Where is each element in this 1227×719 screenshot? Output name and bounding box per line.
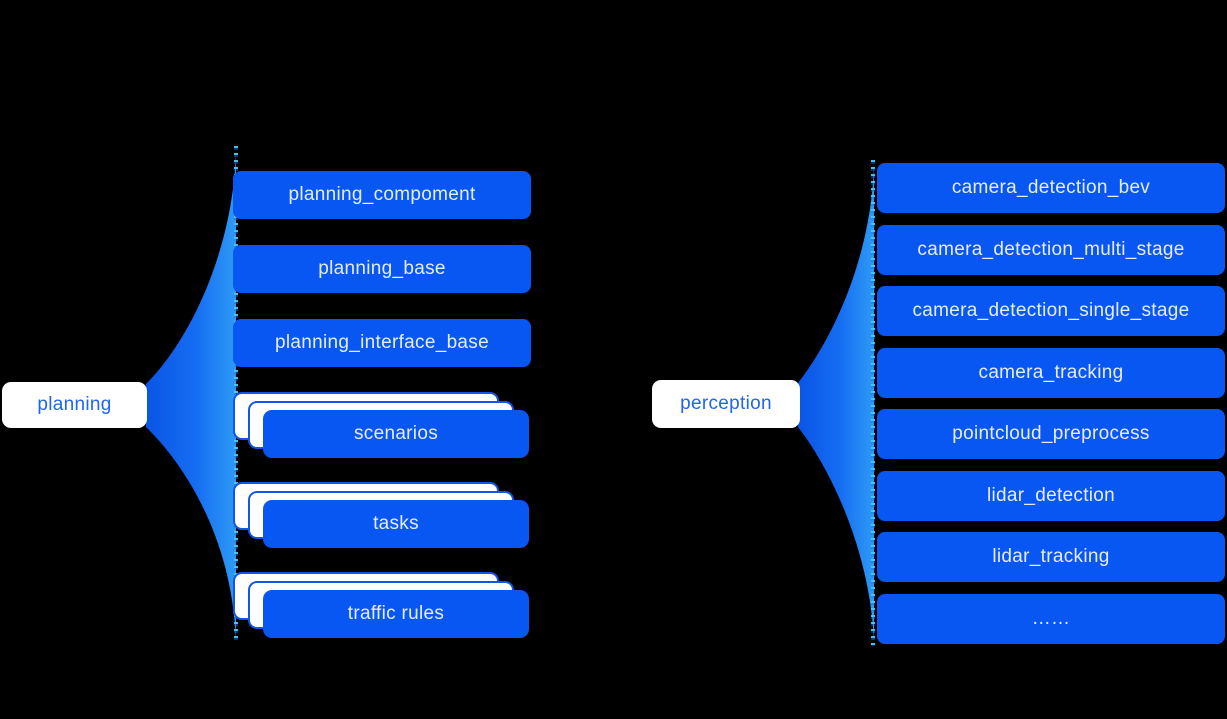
planning-module-label: planning_base <box>318 258 446 279</box>
perception-module: lidar_detection <box>877 470 1225 521</box>
perception-fan-shape <box>798 165 874 643</box>
perception-module-label: camera_detection_single_stage <box>912 300 1190 321</box>
perception-module-label: pointcloud_preprocess <box>952 423 1150 444</box>
perception-module-label: camera_detection_bev <box>951 177 1151 198</box>
planning-fan-shape <box>146 152 236 642</box>
perception-module-column: camera_detection_bev camera_detection_mu… <box>877 163 1225 644</box>
perception-module: camera_tracking <box>877 347 1225 398</box>
planning-root-node: planning <box>2 382 147 428</box>
stack-module-label: scenarios <box>353 423 439 444</box>
perception-module-label: …… <box>1031 607 1071 629</box>
perception-module: pointcloud_preprocess <box>877 409 1225 459</box>
planning-module-stack: traffic rules <box>233 572 531 638</box>
perception-module-label: lidar_tracking <box>992 546 1110 567</box>
perception-fan-dither-edge <box>871 160 875 646</box>
planning-module: planning_base <box>233 245 531 293</box>
planning-module-stack: tasks <box>233 482 531 548</box>
stack-card-front: traffic rules <box>263 590 529 638</box>
stack-module-label: traffic rules <box>347 603 445 624</box>
perception-module: camera_detection_bev <box>877 163 1225 213</box>
perception-module-label: lidar_detection <box>986 484 1116 506</box>
planning-module-stack: scenarios <box>233 392 531 458</box>
planning-module: planning_interface_base <box>233 319 531 367</box>
perception-module-label: camera_tracking <box>978 361 1124 383</box>
stack-module-label: tasks <box>373 513 419 534</box>
perception-root-node: perception <box>652 380 800 428</box>
planning-module: planning_compoment <box>233 171 531 219</box>
stack-card-front: scenarios <box>263 410 529 458</box>
planning-module-label: planning_compoment <box>288 184 476 205</box>
perception-module: camera_detection_multi_stage <box>877 224 1225 275</box>
stack-card-front: tasks <box>263 500 529 548</box>
planning-module-label: planning_interface_base <box>275 332 489 353</box>
perception-root-label: perception <box>680 393 772 414</box>
perception-module: lidar_tracking <box>877 532 1225 582</box>
perception-module: …… <box>877 593 1225 644</box>
perception-module: camera_detection_single_stage <box>877 286 1225 336</box>
planning-root-label: planning <box>37 394 112 415</box>
perception-module-label: camera_detection_multi_stage <box>917 238 1185 260</box>
